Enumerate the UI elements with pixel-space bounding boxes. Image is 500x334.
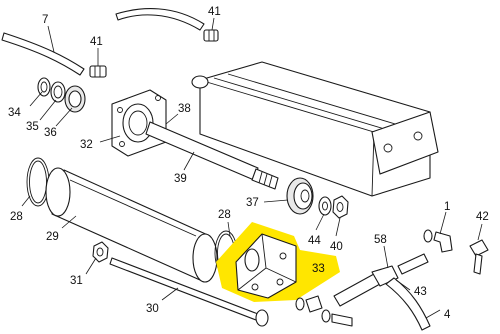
label-44: 44 — [308, 235, 321, 247]
hose-top — [115, 8, 205, 31]
label-38: 38 — [178, 103, 191, 115]
label-41-right: 41 — [208, 6, 221, 18]
label-42: 42 — [476, 211, 489, 223]
washer-44 — [318, 196, 332, 216]
label-34: 34 — [8, 107, 21, 119]
seal-35 — [50, 81, 66, 103]
label-28-right: 28 — [218, 209, 231, 221]
nut-31 — [92, 241, 109, 263]
washer-34 — [37, 77, 51, 97]
label-28-left: 28 — [10, 211, 23, 223]
o-ring-28-left — [26, 157, 50, 207]
label-29: 29 — [46, 231, 59, 243]
label-33: 33 — [312, 263, 325, 275]
hydraulic-line-58 — [333, 253, 429, 307]
label-4: 4 — [444, 309, 451, 321]
elbow-fitting-1 — [423, 229, 453, 253]
bolt-42 — [469, 239, 489, 275]
leader-lines — [21, 17, 483, 319]
label-39: 39 — [174, 173, 187, 185]
tie-bolt-30 — [109, 257, 269, 327]
label-41-left: 41 — [90, 36, 103, 48]
label-35: 35 — [26, 121, 39, 133]
label-31: 31 — [70, 275, 83, 287]
label-36: 36 — [44, 127, 57, 139]
barrel-tube-29 — [45, 167, 218, 283]
flange-plate-32 — [111, 89, 167, 157]
fitting-bottom — [295, 295, 353, 327]
fitting-41-left — [89, 65, 107, 78]
fitting-41-right — [203, 29, 219, 42]
label-43: 43 — [414, 286, 427, 298]
hose-4 — [385, 277, 431, 331]
hose-7 — [1, 32, 85, 76]
label-1: 1 — [444, 201, 450, 213]
end-cap-33-highlight — [216, 222, 340, 302]
nut-40 — [332, 195, 349, 219]
piston-rod-39 — [145, 121, 279, 190]
piston-37 — [286, 177, 314, 215]
label-32: 32 — [80, 139, 93, 151]
label-37: 37 — [246, 197, 259, 209]
cylinder-body — [191, 61, 439, 197]
label-7: 7 — [42, 14, 48, 26]
label-58: 58 — [374, 234, 387, 246]
label-40: 40 — [330, 241, 343, 253]
bearing-36 — [64, 85, 86, 113]
label-30: 30 — [146, 303, 159, 315]
